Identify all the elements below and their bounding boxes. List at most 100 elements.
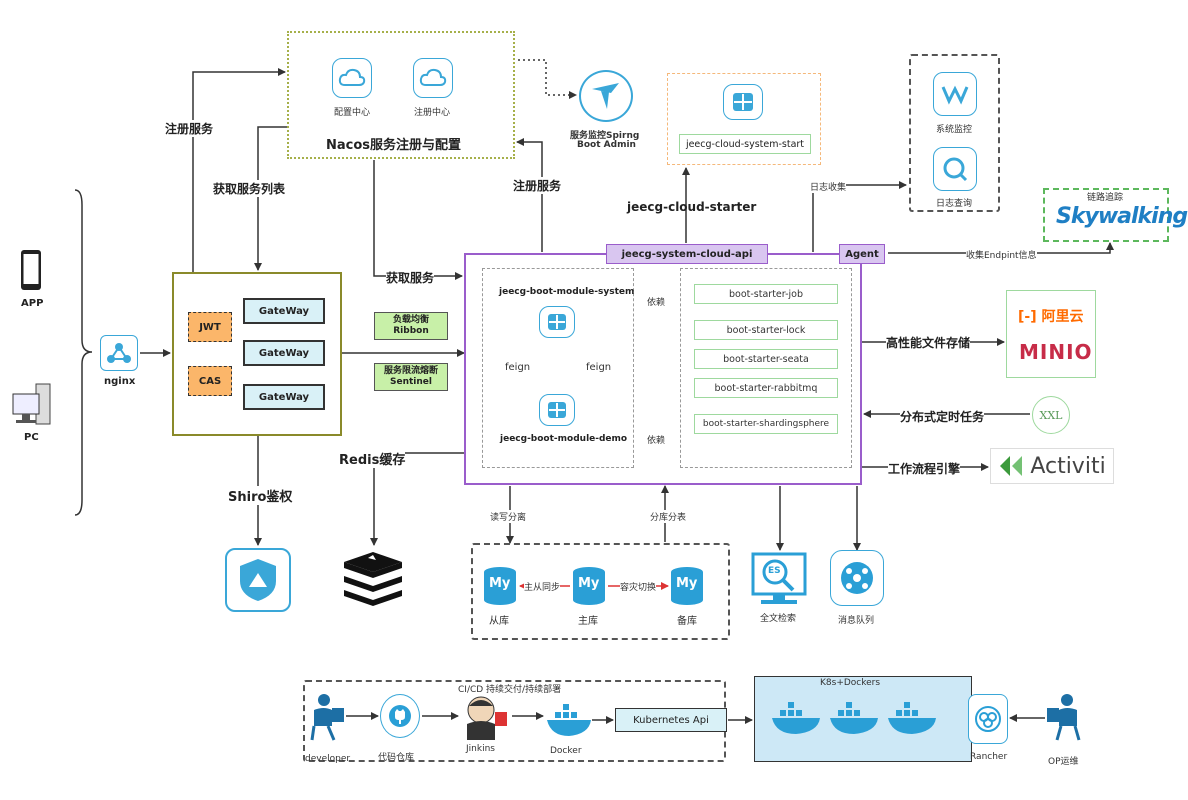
rancher-label: Rancher <box>970 752 1008 762</box>
module-icon <box>723 84 763 120</box>
starter-item: boot-starter-shardingsphere <box>694 414 838 434</box>
shiro-label: Shiro鉴权 <box>228 486 293 505</box>
starter-item: boot-starter-job <box>694 284 838 304</box>
docker-label: Docker <box>550 746 582 756</box>
docker-icon <box>828 700 880 736</box>
redis-label: Redis缓存 <box>339 449 406 468</box>
mysql-master-icon: My <box>572 566 606 606</box>
skywalking-logo: Skywalking <box>1056 204 1188 229</box>
module-system-icon <box>539 306 575 338</box>
monitor-label-1: 服务监控Spirng <box>570 131 640 141</box>
k8s-title: K8s+Dockers <box>820 678 881 688</box>
developer-label: developer <box>305 754 351 764</box>
register-label-left: 注册服务 <box>165 120 214 137</box>
rancher-icon <box>968 694 1008 744</box>
starter-item: boot-starter-lock <box>694 320 838 340</box>
mysql-slave-icon: My <box>483 566 517 606</box>
repo-label: 代码仓库 <box>378 753 415 763</box>
github-icon <box>380 694 420 738</box>
module-system-label: jeecg-boot-module-system <box>499 287 635 297</box>
kubernetes-api: Kubernetes Api <box>615 708 727 732</box>
activiti-text: Activiti <box>1030 453 1106 479</box>
pc-client <box>12 382 54 428</box>
backup-label: 备库 <box>677 616 697 627</box>
gateway-node: GateWay <box>243 384 325 410</box>
module-demo-label: jeecg-boot-module-demo <box>500 434 628 444</box>
docker-icon <box>886 700 938 736</box>
read-write-label: 读写分离 <box>490 510 527 523</box>
get-list-label: 获取服务列表 <box>213 180 286 197</box>
activiti-logo: Activiti <box>990 448 1114 484</box>
desktop-computer-icon <box>12 383 51 425</box>
elasticsearch-icon: ES <box>751 552 807 606</box>
cas-badge: CAS <box>188 366 232 396</box>
log-search-icon <box>933 147 977 191</box>
app-client <box>18 248 44 292</box>
system-cloud-api-tab: jeecg-system-cloud-api <box>606 244 768 264</box>
master-label: 主库 <box>578 616 598 627</box>
aliyun-text: 阿里云 <box>1041 309 1084 325</box>
nacos-box <box>287 31 515 159</box>
config-center-label: 配置中心 <box>334 108 371 118</box>
depend-label-bottom: 依赖 <box>647 433 666 446</box>
system-monitor-label: 系统监控 <box>936 125 973 135</box>
scheduler-label: 分布式定时任务 <box>900 408 985 425</box>
feign-right-label: feign <box>586 362 612 373</box>
pc-label: PC <box>24 432 39 443</box>
cicd-title: CI/CD 持续交付/持续部署 <box>458 682 562 695</box>
developer-icon <box>308 692 346 744</box>
sentinel-line2: Sentinel <box>390 377 432 387</box>
spring-boot-admin-icon <box>579 70 633 122</box>
shard-label: 分库分表 <box>650 510 687 523</box>
tracing-label: 链路追踪 <box>1087 190 1124 203</box>
database-group <box>471 543 730 640</box>
mysql-backup-icon: My <box>670 566 704 606</box>
phone-icon <box>21 250 41 290</box>
operator-icon <box>1045 692 1083 744</box>
jenkins-label: Jinkins <box>466 744 495 754</box>
ribbon-line2: Ribbon <box>393 326 429 336</box>
xxl-job-logo: XXL <box>1032 396 1070 434</box>
mysql-text: My <box>676 576 698 591</box>
sentinel-line1: 服务限流熔断 <box>383 366 438 376</box>
module-demo-icon <box>539 394 575 426</box>
nginx-label: nginx <box>104 376 136 387</box>
aliyun-icon: [-] <box>1018 309 1037 325</box>
message-queue-icon <box>830 550 884 606</box>
skywalking-box <box>1043 188 1169 242</box>
ribbon-line1: 负载均衡 <box>392 315 429 325</box>
storage-logos-box <box>1006 290 1096 378</box>
registry-center-label: 注册中心 <box>414 108 451 118</box>
starter-item: boot-starter-rabbitmq <box>694 378 838 398</box>
mq-label: 消息队列 <box>838 616 875 626</box>
sync-label: 主从同步 <box>524 580 561 593</box>
starter-item: boot-starter-seata <box>694 349 838 369</box>
aliyun-logo: [-] 阿里云 <box>1018 306 1083 326</box>
slave-label: 从库 <box>489 616 509 627</box>
cloud-icon <box>413 58 453 98</box>
feign-left-label: feign <box>505 362 531 373</box>
redis-icon <box>340 552 406 606</box>
system-start-box <box>667 73 821 165</box>
modules-box <box>482 268 634 468</box>
get-service-label: 获取服务 <box>386 269 435 286</box>
mysql-text: My <box>489 576 511 591</box>
nacos-title: Nacos服务注册与配置 <box>326 138 462 153</box>
gateway-node: GateWay <box>243 298 325 324</box>
nginx-icon <box>100 335 138 371</box>
minio-logo: MINIO <box>1019 340 1093 364</box>
starters-box <box>680 268 852 468</box>
logging-box <box>909 54 1000 212</box>
failover-label: 容灾切换 <box>620 580 657 593</box>
op-label: OP运维 <box>1048 757 1079 767</box>
jenkins-icon <box>461 694 509 740</box>
depend-label-top: 依赖 <box>647 295 666 308</box>
es-label: 全文检索 <box>760 614 797 624</box>
cloud-icon <box>332 58 372 98</box>
app-label: APP <box>21 298 44 309</box>
register-label-right: 注册服务 <box>513 177 562 194</box>
starter-label: jeecg-cloud-starter <box>627 200 757 214</box>
workflow-label: 工作流程引擎 <box>888 460 961 477</box>
